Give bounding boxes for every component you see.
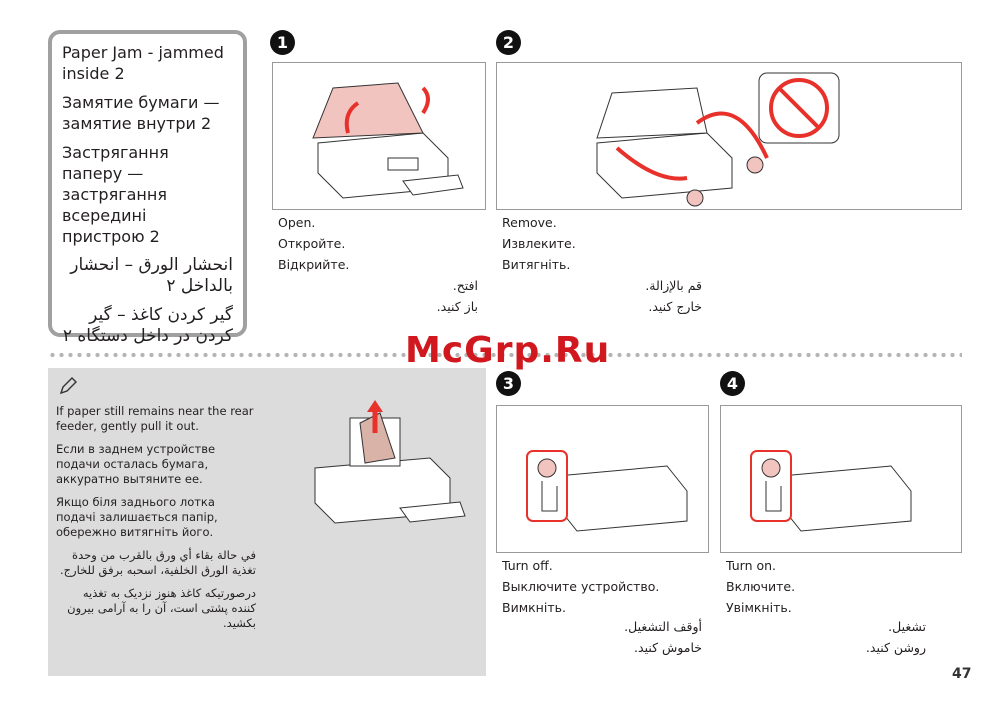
page-number: 47	[952, 666, 972, 682]
title-ru: Замятие бумаги — замятие внутри 2	[62, 93, 220, 133]
note-ar: في حالة بقاء أي ورق بالقرب من وحدة تغذية…	[59, 548, 256, 577]
title-en: Paper Jam - jammed inside 2	[62, 43, 224, 83]
step-1-ar: افتح.	[452, 278, 478, 293]
power-off-icon	[526, 450, 688, 532]
section-title-box: Paper Jam - jammed inside 2 Замятие бума…	[48, 30, 247, 346]
title-uk: Застрягання паперу — застрягання всереди…	[62, 143, 169, 246]
pencil-icon	[59, 377, 77, 395]
step-1-number: 1	[270, 30, 295, 55]
title-ar: انحشار الورق – انحشار بالداخل ٢	[70, 255, 233, 296]
step-3-illustration	[496, 405, 709, 553]
power-on-icon	[750, 450, 912, 532]
step-1-en: Open.	[278, 215, 316, 230]
step-2-ru: Извлеките.	[502, 236, 576, 251]
note-panel: If paper still remains near the rear fee…	[48, 368, 486, 676]
step-2-number: 2	[496, 30, 521, 55]
step-4-uk: Увімкніть.	[726, 600, 792, 615]
step-2-fa: خارج کنید.	[648, 299, 702, 314]
step-2-uk: Витягніть.	[502, 257, 571, 272]
step-4-ru: Включите.	[726, 579, 796, 594]
title-fa: گیر کردن کاغذ – گیر کردن در داخل دستگاه …	[62, 305, 233, 346]
note-en: If paper still remains near the rear fee…	[56, 404, 254, 433]
step-3-number: 3	[496, 371, 521, 396]
note-uk: Якщо біля заднього лотка подачі залишаєт…	[56, 495, 218, 539]
step-1-uk: Відкрийте.	[278, 257, 350, 272]
step-4-number: 4	[720, 371, 745, 396]
step-3-en: Turn off.	[502, 558, 553, 573]
printer-remove-paper-icon	[596, 72, 840, 207]
step-2-en: Remove.	[502, 215, 557, 230]
printer-open-icon	[312, 82, 464, 199]
watermark: McGrp.Ru	[405, 330, 611, 371]
step-3-fa: خاموش کنید.	[634, 640, 702, 655]
step-3-ru: Выключите устройство.	[502, 579, 660, 594]
step-4-en: Turn on.	[726, 558, 777, 573]
note-fa: درصورتیکه کاغذ هنوز نزدیک به تغذیه کننده…	[67, 586, 256, 630]
step-4-illustration	[720, 405, 962, 553]
step-1-ru: Откройте.	[278, 236, 346, 251]
step-2-illustration	[496, 62, 962, 210]
step-1-fa: باز کنید.	[436, 299, 478, 314]
section-divider	[48, 352, 962, 358]
step-4-fa: روشن کنید.	[865, 640, 926, 655]
step-3-uk: Вимкніть.	[502, 600, 566, 615]
step-1-illustration	[272, 62, 486, 210]
step-2-ar: قم بالإزالة.	[645, 278, 702, 293]
note-ru: Если в заднем устройстве подачи осталась…	[56, 442, 216, 486]
step-3-ar: أوقف التشغيل.	[624, 619, 702, 634]
step-4-ar: تشغيل.	[888, 619, 926, 634]
printer-rear-feeder-icon	[314, 400, 466, 524]
